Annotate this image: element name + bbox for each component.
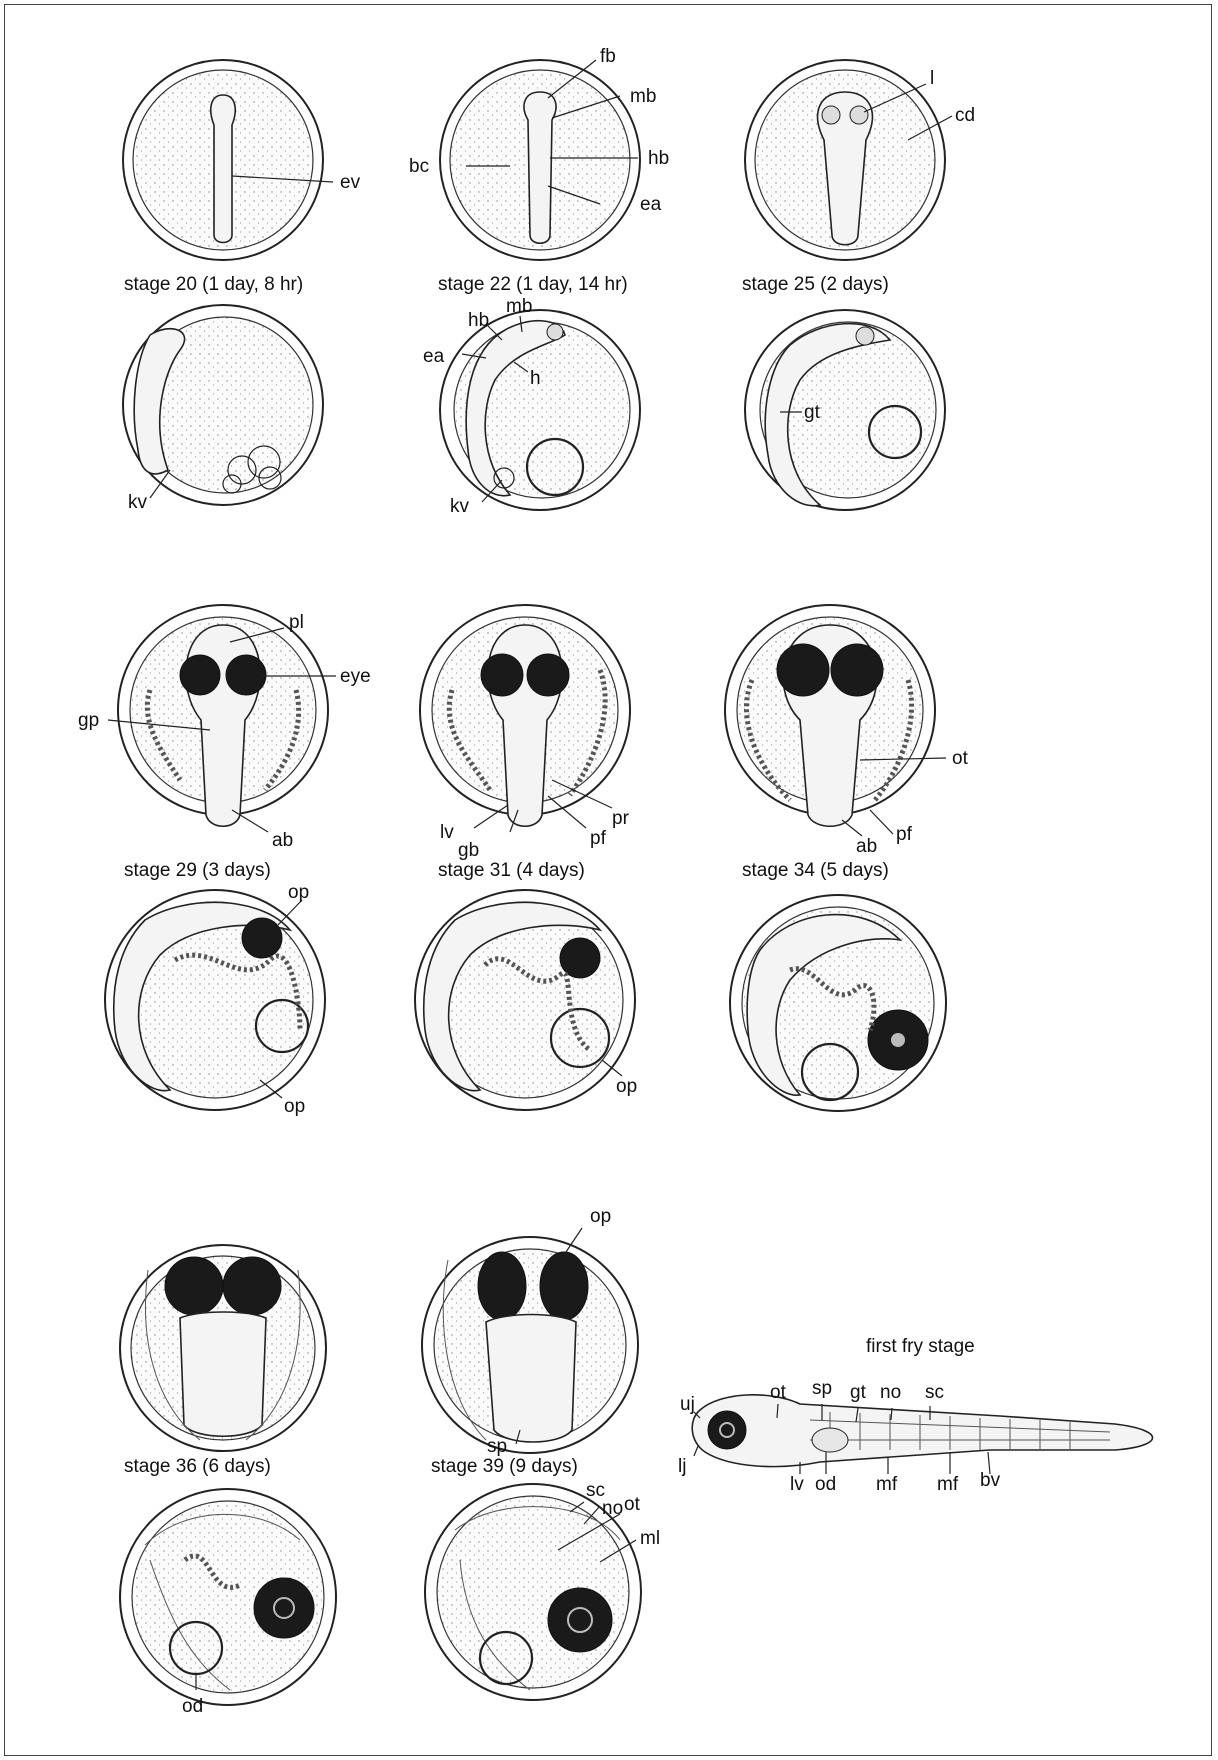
- label-op-29a: op: [288, 882, 309, 903]
- label-lv-fry: lv: [790, 1474, 804, 1495]
- label-eye: eye: [340, 666, 371, 687]
- label-pf-34: pf: [896, 824, 913, 845]
- label-gp: gp: [78, 710, 99, 731]
- label-uj: uj: [680, 1394, 695, 1415]
- label-sp-fry: sp: [812, 1378, 832, 1399]
- stage-31-lateral: op: [415, 890, 637, 1110]
- label-bv: bv: [980, 1470, 1001, 1491]
- stage-25-lateral: gt: [745, 310, 945, 510]
- caption-stage-39: stage 39 (9 days): [431, 1456, 578, 1477]
- stage-34-lateral: [730, 895, 946, 1111]
- label-bc: bc: [409, 156, 429, 177]
- label-mb-22l: mb: [506, 296, 532, 317]
- caption-stage-20: stage 20 (1 day, 8 hr): [124, 274, 303, 295]
- stage-22-dorsal: fb mb hb bc ea: [409, 46, 669, 260]
- label-gt-fry: gt: [850, 1382, 867, 1403]
- caption-stage-29: stage 29 (3 days): [124, 860, 271, 881]
- first-fry-stage: first fry stage uj lj ot sp gt no sc lv …: [678, 1336, 1153, 1495]
- label-mf-1: mf: [876, 1474, 898, 1495]
- label-cd: cd: [955, 105, 975, 126]
- caption-first-fry: first fry stage: [866, 1336, 975, 1357]
- label-op-31: op: [616, 1076, 637, 1097]
- stage-29-dorsal: pl eye gp ab: [78, 605, 371, 851]
- label-fb: fb: [600, 46, 616, 67]
- label-kv: kv: [128, 492, 148, 513]
- label-l: l: [930, 68, 934, 89]
- stage-34-dorsal: ot ab pf: [725, 605, 969, 857]
- caption-stage-25: stage 25 (2 days): [742, 274, 889, 295]
- label-pf-31: pf: [590, 828, 607, 849]
- label-ev: ev: [340, 172, 361, 193]
- stage-36-dorsal: [120, 1245, 326, 1451]
- caption-stage-36: stage 36 (6 days): [124, 1456, 271, 1477]
- label-od-fry: od: [815, 1474, 836, 1495]
- label-no-39: no: [602, 1498, 623, 1519]
- caption-stage-31: stage 31 (4 days): [438, 860, 585, 881]
- stage-20-lateral: kv: [123, 305, 323, 513]
- label-ab-34: ab: [856, 836, 877, 857]
- label-kv-22l: kv: [450, 496, 470, 517]
- label-op-39: op: [590, 1206, 611, 1227]
- label-ot-34: ot: [952, 748, 969, 769]
- label-hb-22l: hb: [468, 310, 489, 331]
- label-ml: ml: [640, 1528, 660, 1549]
- stage-20-dorsal: ev: [123, 60, 361, 260]
- label-pl: pl: [289, 612, 304, 633]
- stage-29-lateral: op op: [105, 882, 325, 1117]
- label-pr: pr: [612, 808, 630, 829]
- label-mb: mb: [630, 86, 656, 107]
- stage-22-lateral: hb mb ea h kv: [423, 296, 640, 517]
- label-ea: ea: [640, 194, 662, 215]
- stage-39-dorsal: op sp: [422, 1206, 638, 1457]
- stage-39-lateral: sc no ot ml: [425, 1480, 660, 1700]
- label-ot-fry: ot: [770, 1382, 787, 1403]
- caption-stage-34: stage 34 (5 days): [742, 860, 889, 881]
- caption-stage-22: stage 22 (1 day, 14 hr): [438, 274, 628, 295]
- stage-36-lateral: od: [120, 1489, 336, 1717]
- stage-25-dorsal: l cd: [745, 60, 975, 260]
- label-hb: hb: [648, 148, 669, 169]
- label-op-29b: op: [284, 1096, 305, 1117]
- label-gb: gb: [458, 840, 479, 861]
- label-sc-fry: sc: [925, 1382, 944, 1403]
- label-ea-22l: ea: [423, 346, 445, 367]
- label-gt: gt: [804, 402, 821, 423]
- label-ot-39: ot: [624, 1494, 641, 1515]
- label-h: h: [530, 368, 541, 389]
- label-no-fry: no: [880, 1382, 901, 1403]
- label-sp-39: sp: [487, 1436, 507, 1457]
- label-mf-2: mf: [937, 1474, 959, 1495]
- label-lj: lj: [678, 1456, 686, 1477]
- label-od-36: od: [182, 1696, 203, 1717]
- label-ab-29: ab: [272, 830, 293, 851]
- stage-31-dorsal: pr lv gb pf: [420, 605, 630, 861]
- label-lv-31: lv: [440, 822, 454, 843]
